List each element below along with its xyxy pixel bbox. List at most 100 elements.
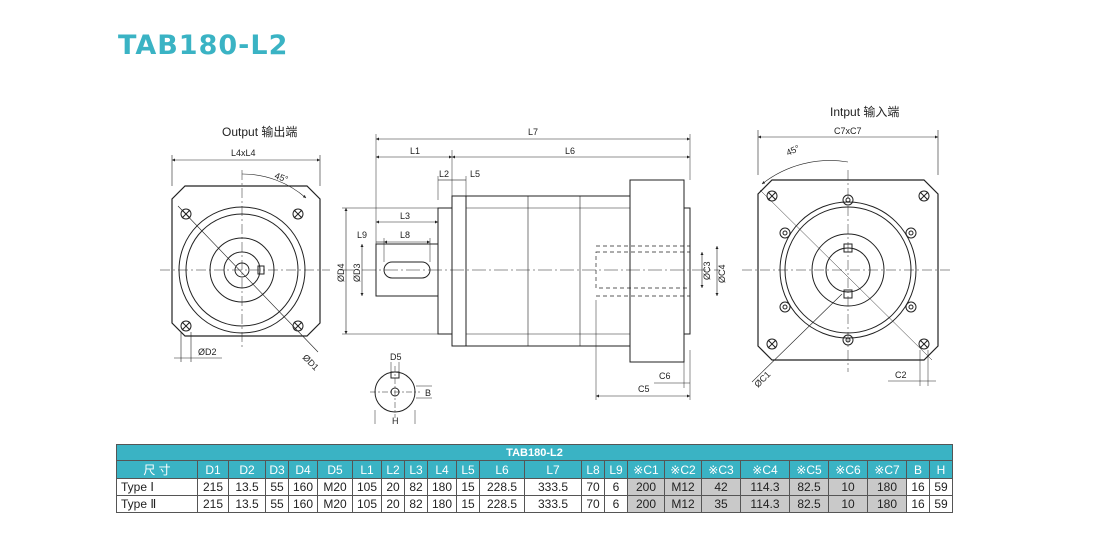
table-cell: Type Ⅰ — [116, 478, 198, 496]
col-header: ※C3 — [701, 460, 741, 479]
table-cell: 16 — [906, 478, 930, 496]
table-cell: 10 — [828, 478, 868, 496]
table-cell: 13.5 — [228, 495, 266, 513]
col-header: D4 — [288, 460, 318, 479]
col-header: D3 — [265, 460, 289, 479]
table-cell: 200 — [627, 495, 665, 513]
input-label: Intput 输入端 — [830, 104, 899, 119]
col-header: ※C4 — [740, 460, 790, 479]
table-cell: 15 — [456, 478, 480, 496]
table-cell: 6 — [604, 495, 628, 513]
table-cell: M20 — [317, 478, 353, 496]
table-cell: 59 — [929, 495, 953, 513]
col-header: ※C2 — [664, 460, 702, 479]
table-cell: 228.5 — [479, 495, 525, 513]
table-cell: M12 — [664, 478, 702, 496]
col-header: L8 — [581, 460, 605, 479]
b-label: B — [425, 388, 431, 398]
table-cell: 333.5 — [524, 495, 582, 513]
table-cell: 82 — [404, 478, 428, 496]
table-cell: 20 — [381, 495, 405, 513]
d1-label: ØD1 — [301, 352, 321, 372]
d3-label: ØD3 — [352, 263, 362, 282]
output-angle-label: 45° — [273, 170, 290, 184]
c1-label: ØC1 — [752, 369, 772, 389]
output-label: Output 输出端 — [222, 124, 297, 139]
side-view: L7 L1 L6 L2 L5 L3 L8 L9 ØD3 ØD4 — [336, 127, 727, 400]
col-header: L4 — [427, 460, 457, 479]
c2-label: C2 — [895, 370, 907, 380]
col-header: ※C6 — [828, 460, 868, 479]
h-label: H — [392, 416, 399, 426]
c4-label: ØC4 — [717, 264, 727, 283]
output-view: Output 输出端 L4xL4 45° ØD1 Ø — [160, 124, 330, 373]
page-title: TAB180-L2 — [118, 30, 289, 61]
spec-table-caption: TAB180-L2 — [116, 444, 953, 461]
d2-label: ØD2 — [198, 347, 217, 357]
l7-label: L7 — [528, 127, 538, 137]
col-header: D1 — [197, 460, 229, 479]
c3-label: ØC3 — [702, 261, 712, 280]
l8-label: L8 — [400, 230, 410, 240]
table-cell: 20 — [381, 478, 405, 496]
table-cell: 333.5 — [524, 478, 582, 496]
table-cell: 180 — [867, 495, 907, 513]
table-cell: 105 — [352, 478, 382, 496]
table-cell: 180 — [427, 478, 457, 496]
technical-drawing: Output 输出端 L4xL4 45° ØD1 Ø — [160, 104, 950, 426]
shaft-section: D5 B H — [370, 352, 432, 426]
d5-label: D5 — [390, 352, 402, 362]
table-cell: 70 — [581, 495, 605, 513]
l4xl4-label: L4xL4 — [231, 148, 256, 158]
col-header: L7 — [524, 460, 582, 479]
col-header: ※C7 — [867, 460, 907, 479]
table-row: Type Ⅰ 215 13.5 55 160 M20 105 20 82 180… — [116, 478, 953, 496]
table-cell: Type Ⅱ — [116, 495, 198, 513]
input-angle-label: 45° — [785, 143, 802, 158]
col-header: L5 — [456, 460, 480, 479]
l1-label: L1 — [410, 146, 420, 156]
col-header: B — [906, 460, 930, 479]
table-cell: 13.5 — [228, 478, 266, 496]
d4-label: ØD4 — [336, 263, 346, 282]
table-cell: 215 — [197, 478, 229, 496]
table-cell: M12 — [664, 495, 702, 513]
table-cell: 82 — [404, 495, 428, 513]
spec-table: TAB180-L2 尺 寸 D1 D2 D3 D4 D5 L1 L2 L3 L4… — [116, 444, 953, 513]
input-view: Intput 输入端 C7xC7 45° ØC1 — [742, 104, 950, 389]
table-cell: 59 — [929, 478, 953, 496]
table-cell: M20 — [317, 495, 353, 513]
l5-label: L5 — [470, 169, 480, 179]
table-cell: 228.5 — [479, 478, 525, 496]
table-cell: 180 — [427, 495, 457, 513]
table-cell: 215 — [197, 495, 229, 513]
col-header: ※C5 — [789, 460, 829, 479]
col-header: L1 — [352, 460, 382, 479]
col-header: L9 — [604, 460, 628, 479]
table-cell: 42 — [701, 478, 741, 496]
l2-label: L2 — [439, 169, 449, 179]
table-cell: 114.3 — [740, 495, 790, 513]
col-header: L2 — [381, 460, 405, 479]
col-header: L6 — [479, 460, 525, 479]
table-cell: 16 — [906, 495, 930, 513]
table-cell: 35 — [701, 495, 741, 513]
table-cell: 55 — [265, 478, 289, 496]
table-cell: 180 — [867, 478, 907, 496]
l6-label: L6 — [565, 146, 575, 156]
table-cell: 200 — [627, 478, 665, 496]
table-cell: 82.5 — [789, 478, 829, 496]
col-header: D5 — [317, 460, 353, 479]
table-cell: 114.3 — [740, 478, 790, 496]
spec-table-header-row: 尺 寸 D1 D2 D3 D4 D5 L1 L2 L3 L4 L5 L6 L7 … — [116, 460, 953, 479]
c7xc7-label: C7xC7 — [834, 126, 862, 136]
table-cell: 160 — [288, 495, 318, 513]
table-cell: 6 — [604, 478, 628, 496]
table-cell: 82.5 — [789, 495, 829, 513]
output-bolt-holes — [180, 208, 304, 332]
table-row: Type Ⅱ 215 13.5 55 160 M20 105 20 82 180… — [116, 495, 953, 513]
col-header: D2 — [228, 460, 266, 479]
l9-label: L9 — [357, 230, 367, 240]
table-cell: 160 — [288, 478, 318, 496]
table-cell: 70 — [581, 478, 605, 496]
